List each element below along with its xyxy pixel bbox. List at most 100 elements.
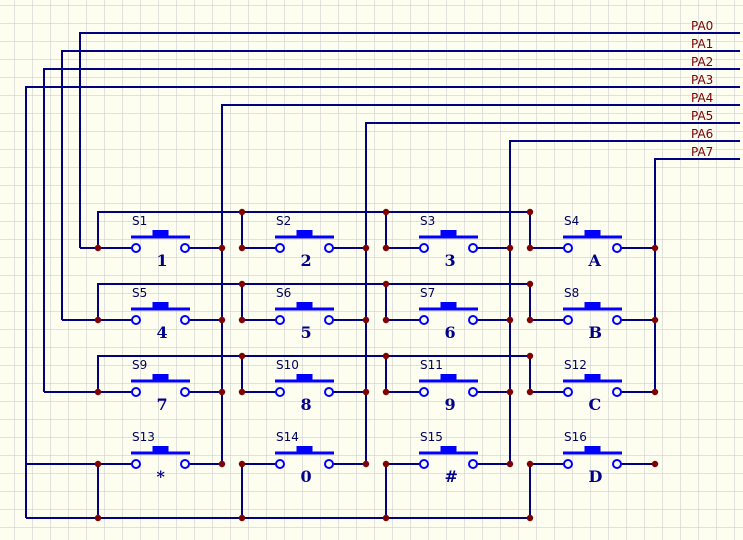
junction-dot [382,460,390,468]
junction-dot [526,514,534,522]
junction-dot [382,208,390,216]
row-wire-pa3 [25,86,740,464]
junction-dot [238,316,246,324]
switch-key-label: 2 [301,251,312,270]
switch-plunger [152,374,169,381]
switch-plunger [440,446,457,453]
switch-pin-left [275,315,285,325]
junction-dot [238,208,246,216]
column-wire-pa5 [365,122,740,464]
port-label-pa5: PA5 [691,109,713,123]
switch-plunger [296,374,313,381]
junction-dot [506,316,514,324]
switch-ref-label: S16 [564,430,587,444]
switch-pin-left [275,387,285,397]
switch-pin-right [468,315,478,325]
junction-dot [238,514,246,522]
junction-dot [238,388,246,396]
junction-dot [238,280,246,288]
junction-dot [526,280,534,288]
switch-pin-left [275,243,285,253]
switch-ref-label: S4 [564,214,579,228]
switch-ref-label: S7 [420,286,435,300]
switch-plunger [584,230,601,237]
port-label-pa7: PA7 [691,145,713,159]
junction-dot [382,244,390,252]
switch-pin-right [180,387,190,397]
junction-dot [526,244,534,252]
switch-s13: S13 * [131,430,190,486]
switch-plunger [440,230,457,237]
switch-pin-right [180,459,190,469]
switch-ref-label: S11 [420,358,443,372]
junction-dot [218,316,226,324]
switch-pin-right [468,459,478,469]
switch-pin-right [180,243,190,253]
junction-dot [238,244,246,252]
switch-pin-left [131,459,141,469]
junction-dot [506,244,514,252]
switch-plunger [584,446,601,453]
junction-dot [526,352,534,360]
switch-ref-label: S6 [276,286,291,300]
switch-pin-right [612,459,622,469]
junction-dot [238,352,246,360]
switch-pin-right [612,315,622,325]
switch-ref-label: S8 [564,286,579,300]
switch-ref-label: S13 [132,430,155,444]
junction-dot [382,352,390,360]
junction-dot [651,388,659,396]
port-label-pa0: PA0 [691,19,713,33]
switch-s1: S11 [131,214,190,270]
switch-ref-label: S9 [132,358,147,372]
switch-key-label: 4 [157,323,168,342]
switch-ref-label: S15 [420,430,443,444]
switch-s2: S22 [275,214,334,270]
switch-plunger [440,302,457,309]
switch-key-label: A [588,251,602,270]
switch-pin-left [563,315,573,325]
column-wire-pa7 [654,158,740,392]
port-label-pa1: PA1 [691,37,713,51]
switch-plunger [152,302,169,309]
switch-plunger [152,230,169,237]
port-label-pa3: PA3 [691,73,713,87]
switch-key-label: # [445,467,458,486]
switch-plunger [296,446,313,453]
switch-pin-left [563,387,573,397]
junction-dot [526,388,534,396]
switch-plunger [152,446,169,453]
junction-dot [238,460,246,468]
junction-dot [94,514,102,522]
wires [25,32,740,519]
switch-ref-label: S12 [564,358,587,372]
switch-ref-label: S14 [276,430,299,444]
switch-ref-label: S1 [132,214,147,228]
switch-s9: S9 7 [131,358,190,414]
junction-dot [362,244,370,252]
switch-key-label: 8 [301,395,312,414]
port-label-pa6: PA6 [691,127,713,141]
switch-plunger [584,374,601,381]
switch-pin-left [131,387,141,397]
switch-pin-left [419,243,429,253]
junction-dot [218,460,226,468]
junction-dot [382,280,390,288]
switch-pin-right [324,387,334,397]
junction-dot [94,388,102,396]
junction-dot [362,460,370,468]
switch-key-label: 7 [157,395,168,414]
switch-s6: S65 [275,286,334,342]
junction-dot [94,244,102,252]
switch-s15: S15 # [419,430,478,486]
junction-dot [526,460,534,468]
switch-ref-label: S3 [420,214,435,228]
switch-s7: S76 [419,286,478,342]
switch-key-label: * [157,467,166,486]
column-wire-pa4 [221,104,740,464]
junction-dot [526,316,534,324]
